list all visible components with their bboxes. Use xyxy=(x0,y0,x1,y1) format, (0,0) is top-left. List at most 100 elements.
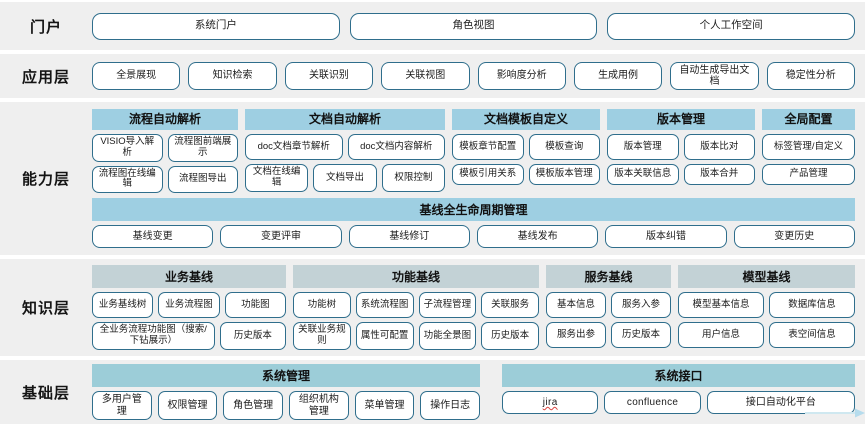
cap-item-template-reference-relation[interactable]: 模板引用关系 xyxy=(452,164,524,186)
app-item-impact-analysis[interactable]: 影响度分析 xyxy=(477,61,566,91)
cap-item-product-management[interactable]: 产品管理 xyxy=(762,164,855,186)
base-item-organization-management[interactable]: 组织机构管理 xyxy=(289,391,349,420)
baseline-item-revision[interactable]: 基线修订 xyxy=(348,224,470,248)
know-item-function-panorama[interactable]: 功能全景图 xyxy=(418,322,477,350)
know-item-service-input-param[interactable]: 服务入参 xyxy=(611,292,671,319)
portal-item-role-view[interactable]: 角色视图 xyxy=(349,12,598,40)
baseline-item-change-review[interactable]: 变更评审 xyxy=(220,224,342,248)
portal-item-system-portal[interactable]: 系统门户 xyxy=(92,12,340,40)
know-item-full-business-flow-function-chart[interactable]: 全业务流程功能图（搜索/下钻展示） xyxy=(92,322,215,350)
cap-item-visio-import-parse[interactable]: VISIO导入解析 xyxy=(92,134,163,162)
know-item-database-info[interactable]: 数据库信息 xyxy=(769,292,855,319)
cap-item-doc-chapter-parse[interactable]: doc文档章节解析 xyxy=(245,134,343,161)
group-header-system-management: 系统管理 xyxy=(92,364,480,388)
cap-item-tag-management-custom[interactable]: 标签管理/自定义 xyxy=(762,134,855,161)
cap-item-version-merge[interactable]: 版本合并 xyxy=(683,164,755,186)
group-line: 标签管理/自定义 xyxy=(762,134,855,161)
cap-item-template-chapter-config[interactable]: 模板章节配置 xyxy=(452,134,524,161)
group-line: 用户信息 表空间信息 xyxy=(678,322,855,349)
baseline-item-release[interactable]: 基线发布 xyxy=(476,224,599,248)
know-item-related-business-rule[interactable]: 关联业务规则 xyxy=(293,322,351,350)
baseline-lifecycle-block: 基线全生命周期管理 基线变更 变更评审 基线修订 基线发布 版本纠错 变更历史 xyxy=(92,197,855,248)
know-item-basic-info[interactable]: 基本信息 xyxy=(546,292,606,319)
cap-item-doc-online-edit[interactable]: 文档在线编辑 xyxy=(245,164,309,192)
band-body-knowledge: 业务基线 业务基线树 业务流程图 功能图 全业务流程功能图（搜索/下钻展示） 历… xyxy=(92,265,865,350)
know-item-service-output-param[interactable]: 服务出参 xyxy=(546,322,606,349)
base-item-permission-management[interactable]: 权限管理 xyxy=(157,391,218,420)
portal-item-personal-workspace[interactable]: 个人工作空间 xyxy=(607,12,856,40)
know-item-user-info[interactable]: 用户信息 xyxy=(678,322,764,349)
app-item-panorama[interactable]: 全景展现 xyxy=(92,61,181,91)
group-header-doc-template: 文档模板自定义 xyxy=(452,109,600,131)
group-header-process-parsing: 流程自动解析 xyxy=(92,109,238,131)
know-item-history-version-function[interactable]: 历史版本 xyxy=(481,322,539,350)
cap-item-flowchart-online-edit[interactable]: 流程图在线编辑 xyxy=(92,165,163,193)
group-line: 多用户管理 权限管理 角色管理 组织机构管理 菜单管理 操作日志 xyxy=(92,391,481,420)
cap-item-version-relation-info[interactable]: 版本关联信息 xyxy=(607,164,679,186)
group-line: 全业务流程功能图（搜索/下钻展示） 历史版本 xyxy=(92,322,286,350)
base-item-interface-automation-platform[interactable]: 接口自动化平台 xyxy=(706,391,855,415)
app-item-generate-case[interactable]: 生成用例 xyxy=(573,61,663,91)
band-label-knowledge: 知识层 xyxy=(21,300,70,317)
baseline-lifecycle-header: 基线全生命周期管理 xyxy=(92,197,855,221)
app-item-relation-view[interactable]: 关联视图 xyxy=(381,61,470,91)
knowledge-group-business-baseline: 业务基线 业务基线树 业务流程图 功能图 全业务流程功能图（搜索/下钻展示） 历… xyxy=(92,265,286,350)
know-item-business-flowchart[interactable]: 业务流程图 xyxy=(158,292,220,319)
base-item-multi-user-management[interactable]: 多用户管理 xyxy=(92,391,152,420)
cap-item-flowchart-frontend-display[interactable]: 流程图前端展示 xyxy=(167,134,238,162)
cap-item-permission-control[interactable]: 权限控制 xyxy=(381,164,445,192)
cap-item-flowchart-export[interactable]: 流程图导出 xyxy=(167,165,238,193)
band-label-infrastructure: 基础层 xyxy=(21,384,70,402)
app-item-relation-recognition[interactable]: 关联识别 xyxy=(284,61,374,91)
group-header-version-mgmt: 版本管理 xyxy=(607,109,755,131)
know-item-related-service[interactable]: 关联服务 xyxy=(481,292,539,319)
know-item-tablespace-info[interactable]: 表空间信息 xyxy=(769,322,855,349)
group-line: VISIO导入解析 流程图前端展示 xyxy=(92,134,238,162)
band-body-infrastructure: 系统管理 多用户管理 权限管理 角色管理 组织机构管理 菜单管理 操作日志 系统… xyxy=(92,364,865,420)
app-item-auto-export-doc[interactable]: 自动生成导出文档 xyxy=(670,61,759,91)
base-item-confluence[interactable]: confluence xyxy=(604,391,701,415)
baseline-item-version-correction[interactable]: 版本纠错 xyxy=(605,224,727,248)
cap-item-version-compare[interactable]: 版本比对 xyxy=(683,134,755,161)
knowledge-group-function-baseline: 功能基线 功能树 系统流程图 子流程管理 关联服务 关联业务规则 属性可配置 功… xyxy=(293,265,539,350)
group-line: 文档在线编辑 文档导出 权限控制 xyxy=(245,164,445,192)
know-item-system-flowchart[interactable]: 系统流程图 xyxy=(355,292,414,319)
base-item-menu-management[interactable]: 菜单管理 xyxy=(354,391,415,420)
know-item-history-version-service[interactable]: 历史版本 xyxy=(611,322,671,349)
cap-item-version-management[interactable]: 版本管理 xyxy=(607,134,679,161)
group-line: 版本关联信息 版本合并 xyxy=(607,164,755,186)
cap-item-doc-export[interactable]: 文档导出 xyxy=(313,164,377,192)
capability-group-doc-template: 文档模板自定义 模板章节配置 模板查询 模板引用关系 模板版本管理 xyxy=(452,109,600,186)
group-line: jira confluence 接口自动化平台 xyxy=(502,391,855,415)
know-item-attribute-configurable[interactable]: 属性可配置 xyxy=(355,322,414,350)
app-item-knowledge-search[interactable]: 知识检索 xyxy=(188,61,277,91)
group-header-global-config: 全局配置 xyxy=(762,109,855,131)
base-item-role-management[interactable]: 角色管理 xyxy=(223,391,284,420)
cap-item-doc-content-parse[interactable]: doc文档内容解析 xyxy=(347,134,445,161)
group-header-document-parsing: 文档自动解析 xyxy=(245,109,445,131)
group-header-business-baseline: 业务基线 xyxy=(92,265,286,289)
app-item-stability-analysis[interactable]: 稳定性分析 xyxy=(766,61,855,91)
cap-item-template-query[interactable]: 模板查询 xyxy=(528,134,600,161)
baseline-item-change-history[interactable]: 变更历史 xyxy=(733,224,855,248)
infrastructure-group-system-management: 系统管理 多用户管理 权限管理 角色管理 组织机构管理 菜单管理 操作日志 xyxy=(92,364,481,420)
band-body-application: 全景展现 知识检索 关联识别 关联视图 影响度分析 生成用例 自动生成导出文档 … xyxy=(92,61,865,91)
know-item-subprocess-management[interactable]: 子流程管理 xyxy=(418,292,477,319)
baseline-item-change[interactable]: 基线变更 xyxy=(92,224,214,248)
group-line: 服务出参 历史版本 xyxy=(546,322,671,349)
base-item-operation-log[interactable]: 操作日志 xyxy=(420,391,481,420)
group-header-function-baseline: 功能基线 xyxy=(293,265,539,289)
know-item-business-baseline-tree[interactable]: 业务基线树 xyxy=(92,292,154,319)
group-rows-process-parsing: VISIO导入解析 流程图前端展示 流程图在线编辑 流程图导出 xyxy=(92,134,238,193)
cap-item-template-version-mgmt[interactable]: 模板版本管理 xyxy=(528,164,600,186)
base-item-jira[interactable]: jira xyxy=(502,391,599,415)
group-line: 产品管理 xyxy=(762,164,855,186)
know-item-function-chart[interactable]: 功能图 xyxy=(224,292,286,319)
know-item-history-version-business[interactable]: 历史版本 xyxy=(219,322,286,350)
know-item-model-basic-info[interactable]: 模型基本信息 xyxy=(678,292,764,319)
band-knowledge: 知识层 业务基线 业务基线树 业务流程图 功能图 全业务流程功能图（搜索/下钻展… xyxy=(0,259,865,356)
band-body-portal: 系统门户 角色视图 个人工作空间 xyxy=(92,12,865,40)
band-application: 应用层 全景展现 知识检索 关联识别 关联视图 影响度分析 生成用例 自动生成导… xyxy=(0,54,865,98)
know-item-function-tree[interactable]: 功能树 xyxy=(293,292,351,319)
